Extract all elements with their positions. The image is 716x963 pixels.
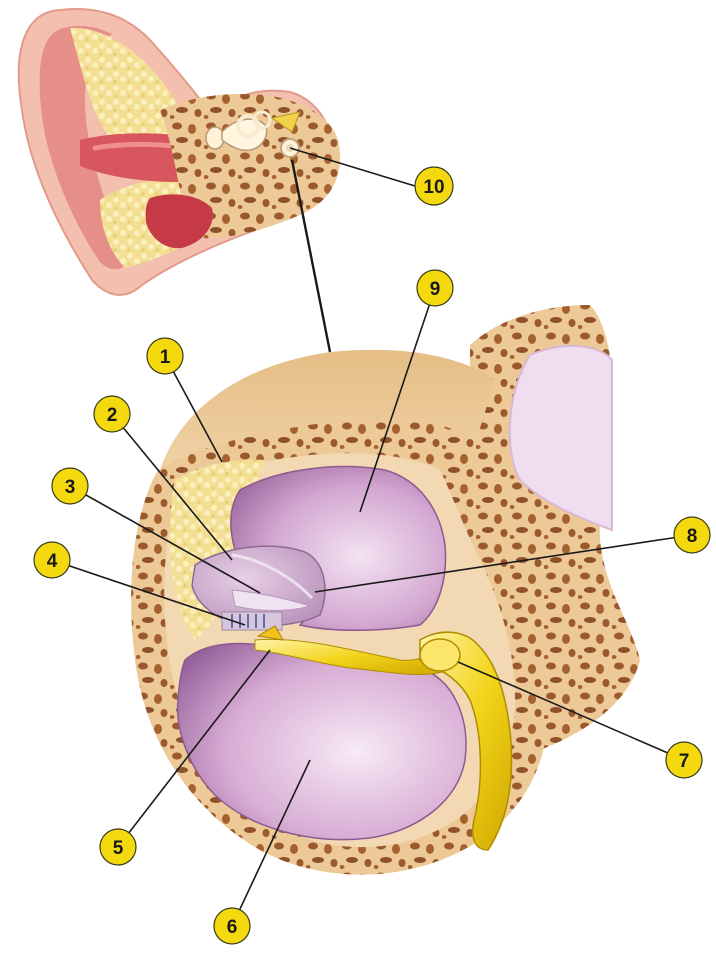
label-marker-text: 2 bbox=[107, 405, 118, 426]
leader-line-6 bbox=[231, 759, 311, 927]
leader-line-4 bbox=[51, 559, 246, 626]
label-marker-text: 9 bbox=[430, 279, 441, 300]
cochlear-nerve bbox=[419, 631, 513, 851]
label-marker-circle bbox=[146, 337, 184, 375]
label-marker-5: 5 bbox=[99, 828, 137, 866]
label-marker-circle bbox=[51, 467, 89, 505]
label-marker-10: 10 bbox=[414, 166, 454, 206]
ossicles bbox=[205, 110, 301, 158]
canal-tissue bbox=[145, 194, 213, 249]
leader-line-2 bbox=[111, 413, 233, 561]
label-marker-3: 3 bbox=[51, 467, 89, 505]
cartilage bbox=[70, 27, 181, 154]
leader-line-connector bbox=[290, 159, 332, 353]
label-marker-circle bbox=[33, 541, 71, 579]
spiral-ganglion bbox=[419, 638, 461, 672]
leader-line-8 bbox=[314, 534, 693, 593]
label-marker-text: 4 bbox=[47, 551, 58, 572]
label-marker-circle bbox=[665, 741, 703, 779]
label-marker-4: 4 bbox=[33, 541, 71, 579]
label-marker-text: 7 bbox=[679, 751, 690, 772]
label-marker-text: 8 bbox=[687, 526, 698, 547]
leader-line-7 bbox=[457, 661, 685, 761]
label-marker-text: 3 bbox=[65, 477, 76, 498]
leader-line-3 bbox=[69, 485, 261, 594]
label-marker-text: 6 bbox=[227, 917, 238, 938]
label-marker-text: 5 bbox=[113, 838, 124, 859]
leader-line-10 bbox=[289, 147, 416, 187]
label-marker-circle bbox=[99, 828, 137, 866]
label-markers: 1 2 3 4 5 6 7 8 9 10 bbox=[33, 166, 711, 945]
temporal-bone bbox=[160, 93, 341, 239]
label-marker-9: 9 bbox=[416, 269, 454, 307]
label-marker-7: 7 bbox=[665, 741, 703, 779]
leader-line-1 bbox=[164, 355, 223, 463]
label-marker-circle bbox=[673, 516, 711, 554]
label-marker-1: 1 bbox=[146, 337, 184, 375]
label-marker-circle bbox=[414, 166, 454, 206]
adjacent-canal bbox=[508, 344, 613, 532]
label-marker-circle bbox=[213, 907, 251, 945]
leader-line-5 bbox=[117, 649, 271, 848]
label-marker-6: 6 bbox=[213, 907, 251, 945]
outer-ear-illustration bbox=[17, 8, 341, 296]
vestibular-membrane bbox=[231, 553, 314, 600]
organ-of-corti bbox=[221, 611, 283, 631]
basilar-membrane bbox=[256, 625, 284, 641]
leader-line-9 bbox=[359, 287, 436, 513]
label-marker-text: 1 bbox=[160, 347, 171, 368]
label-marker-8: 8 bbox=[673, 516, 711, 554]
leader-lines bbox=[51, 147, 693, 927]
tectorial-membrane bbox=[231, 589, 312, 611]
label-marker-circle bbox=[93, 395, 131, 433]
label-marker-text: 10 bbox=[423, 177, 444, 198]
label-marker-2: 2 bbox=[93, 395, 131, 433]
label-marker-circle bbox=[416, 269, 454, 307]
